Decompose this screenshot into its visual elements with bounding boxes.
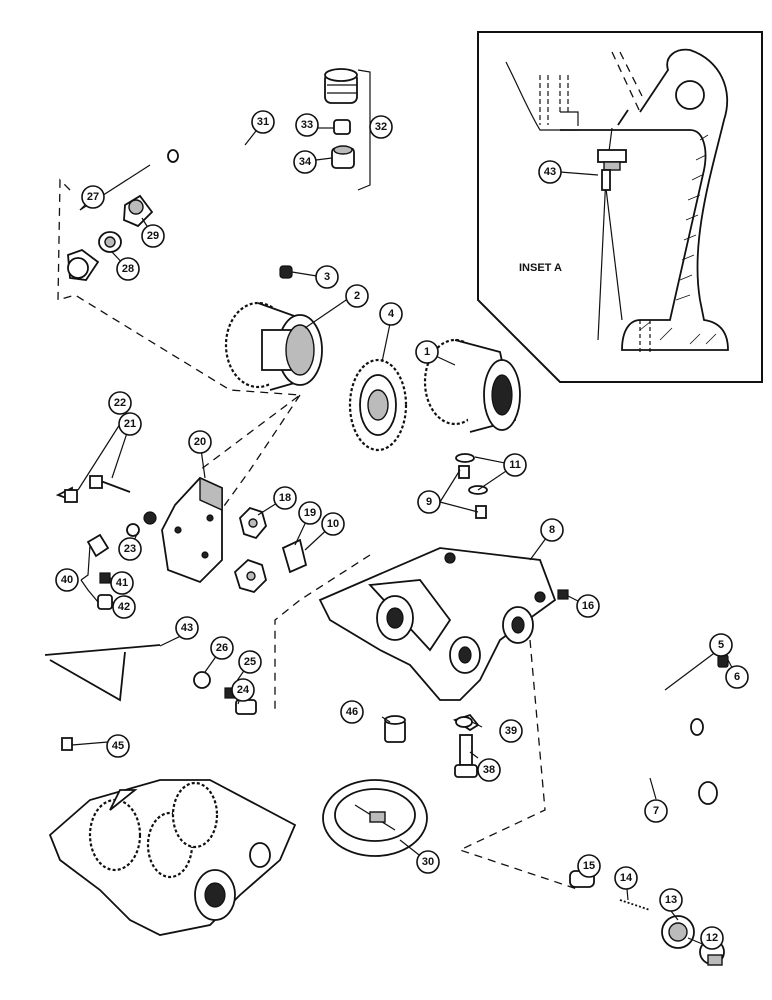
inset-label: INSET A (519, 262, 562, 274)
svg-text:19: 19 (304, 507, 316, 519)
callout-15: 15 (577, 854, 601, 878)
svg-text:11: 11 (509, 459, 521, 471)
callout-13: 13 (659, 888, 683, 912)
callout-2: 2 (345, 284, 369, 308)
svg-text:28: 28 (122, 263, 134, 275)
svg-text:33: 33 (301, 119, 313, 131)
callout-38: 38 (477, 758, 501, 782)
callout-6: 6 (725, 665, 749, 689)
svg-text:5: 5 (718, 639, 724, 651)
callout-30: 30 (416, 850, 440, 874)
callout-26: 26 (210, 636, 234, 660)
screen-parts (322, 713, 480, 857)
callout-31: 31 (251, 110, 275, 134)
svg-text:20: 20 (194, 436, 206, 448)
callout-16: 16 (576, 594, 600, 618)
callout-20: 20 (188, 430, 212, 454)
callout-10: 10 (321, 512, 345, 536)
svg-text:26: 26 (216, 642, 228, 654)
svg-text:13: 13 (665, 894, 677, 906)
callout-33: 33 (295, 113, 319, 137)
fittings (44, 644, 257, 751)
svg-text:3: 3 (324, 271, 330, 283)
callout-25: 25 (238, 650, 262, 674)
svg-text:23: 23 (124, 543, 136, 555)
svg-text:15: 15 (583, 860, 595, 872)
svg-text:38: 38 (483, 764, 495, 776)
callouts: 1 2 3 4 5 6 7 8 9 10 11 12 13 14 15 16 1… (55, 110, 749, 950)
callout-43-inset: 43 (538, 160, 562, 184)
svg-text:14: 14 (620, 872, 633, 884)
svg-text:24: 24 (237, 684, 250, 696)
svg-text:41: 41 (116, 577, 128, 589)
svg-text:7: 7 (653, 805, 659, 817)
pins-washers (455, 453, 488, 519)
svg-text:1: 1 (424, 346, 430, 358)
svg-text:10: 10 (327, 518, 339, 530)
svg-text:9: 9 (426, 496, 432, 508)
svg-text:6: 6 (734, 671, 740, 683)
callout-21: 21 (118, 412, 142, 436)
callout-22: 22 (108, 391, 132, 415)
callout-43: 43 (175, 616, 199, 640)
svg-text:45: 45 (112, 740, 124, 752)
callout-39: 39 (499, 719, 523, 743)
callout-12: 12 (700, 926, 724, 950)
callout-3: 3 (315, 265, 339, 289)
inset-a: INSET A (477, 31, 763, 383)
svg-text:39: 39 (505, 725, 517, 737)
svg-text:4: 4 (388, 308, 395, 320)
tube-assembly (67, 68, 371, 281)
svg-text:25: 25 (244, 656, 256, 668)
svg-text:32: 32 (375, 121, 387, 133)
callout-1: 1 (415, 340, 439, 364)
callout-42: 42 (112, 595, 136, 619)
svg-text:27: 27 (87, 191, 99, 203)
callout-27: 27 (81, 185, 105, 209)
svg-text:43: 43 (181, 622, 193, 634)
callout-4: 4 (379, 302, 403, 326)
svg-text:16: 16 (582, 600, 594, 612)
svg-text:21: 21 (124, 418, 136, 430)
callout-14: 14 (614, 866, 638, 890)
relief-valve-parts (569, 870, 725, 966)
callout-19: 19 (298, 501, 322, 525)
svg-text:30: 30 (422, 856, 434, 868)
callout-45: 45 (106, 734, 130, 758)
callout-11: 11 (503, 453, 527, 477)
svg-text:31: 31 (257, 116, 269, 128)
svg-text:8: 8 (549, 524, 555, 536)
callout-8: 8 (540, 518, 564, 542)
callout-28: 28 (116, 257, 140, 281)
callout-5: 5 (709, 633, 733, 657)
svg-text:34: 34 (299, 156, 312, 168)
callout-9: 9 (417, 490, 441, 514)
svg-text:43: 43 (544, 166, 556, 178)
assembled-pump (48, 779, 297, 936)
svg-text:46: 46 (346, 706, 358, 718)
pump-housing (318, 547, 569, 701)
callout-40: 40 (55, 568, 79, 592)
callout-41: 41 (110, 571, 134, 595)
gears (224, 265, 521, 452)
callout-7: 7 (644, 799, 668, 823)
callout-24: 24 (231, 678, 255, 702)
shafts (596, 654, 729, 805)
callout-34: 34 (293, 150, 317, 174)
callout-18: 18 (273, 486, 297, 510)
svg-text:2: 2 (354, 290, 360, 302)
callout-46: 46 (340, 700, 364, 724)
callout-32: 32 (369, 115, 393, 139)
svg-text:18: 18 (279, 492, 291, 504)
svg-text:12: 12 (706, 932, 718, 944)
svg-text:40: 40 (61, 574, 73, 586)
svg-text:22: 22 (114, 397, 126, 409)
oil-pump (55, 475, 308, 610)
callout-29: 29 (141, 224, 165, 248)
svg-text:42: 42 (118, 601, 130, 613)
svg-text:29: 29 (147, 230, 159, 242)
callout-23: 23 (118, 537, 142, 561)
